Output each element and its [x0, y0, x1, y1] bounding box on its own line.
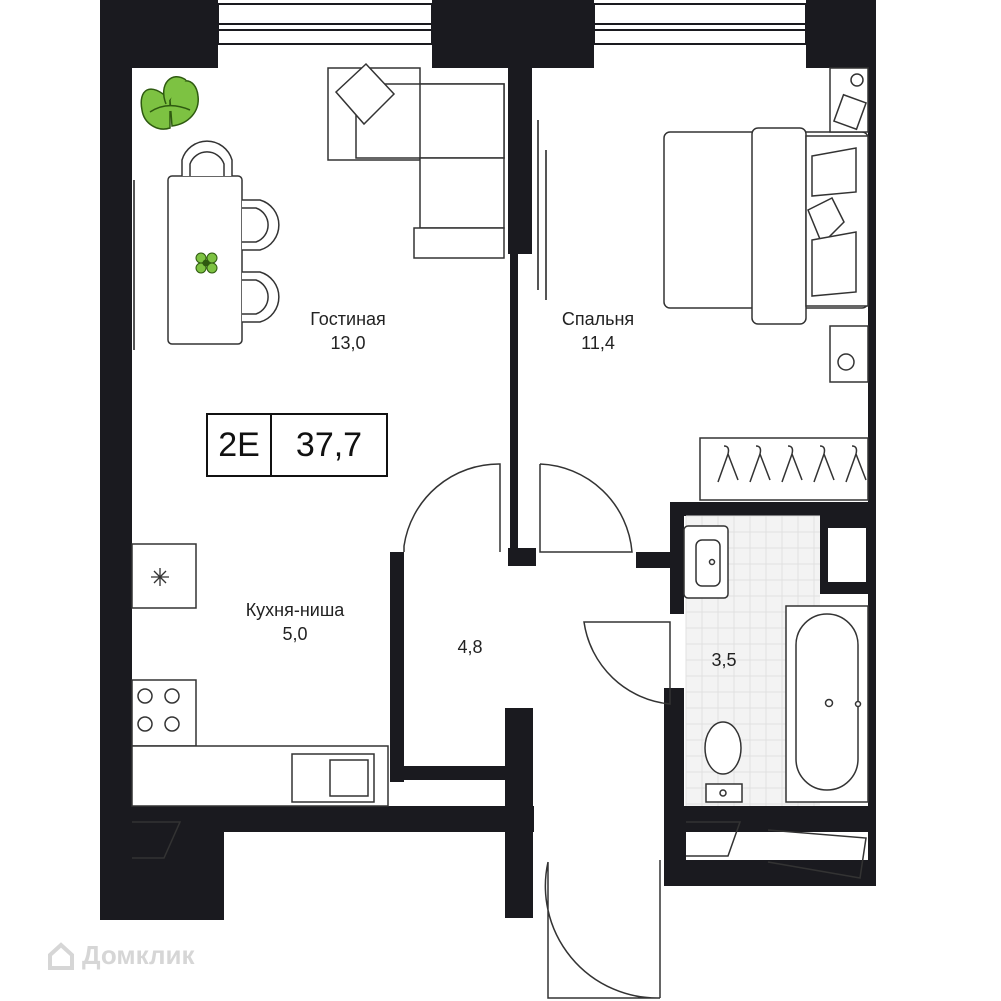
kitchen — [131, 543, 389, 807]
room-name: Гостиная — [310, 309, 386, 329]
windows — [217, 3, 807, 45]
potted-plant-icon — [140, 75, 199, 130]
watermark: Домклик — [46, 940, 194, 971]
table-plant-icon — [195, 252, 218, 274]
doors — [132, 463, 867, 999]
inner-walls — [390, 68, 876, 808]
apartment-code: 2E — [208, 415, 272, 475]
total-area: 37,7 — [295, 425, 363, 464]
bathroom-fixtures — [683, 525, 869, 803]
hanger-icon — [813, 445, 835, 483]
room-area: 4,8 — [457, 637, 483, 657]
room-area: 3,5 — [711, 650, 737, 670]
room-label-kitchen: Кухня-ниша 5,0 — [220, 598, 370, 646]
room-area: 5,0 — [282, 624, 308, 644]
room-label-bedroom: Спальня 11,4 — [538, 307, 658, 355]
hanger-icon — [845, 445, 867, 483]
room-name: Спальня — [561, 309, 635, 329]
house-logo-icon — [48, 941, 74, 970]
apartment-badge: 2E 37,7 — [206, 413, 388, 477]
room-label-hall: 4,8 — [430, 635, 510, 659]
dining-table — [167, 140, 280, 345]
watermark-text: Домклик — [82, 940, 195, 970]
wardrobe — [699, 437, 869, 501]
wall-thin-lines — [133, 120, 547, 350]
room-label-bathroom: 3,5 — [694, 648, 754, 672]
hanger-icon — [717, 445, 739, 483]
room-area: 11,4 — [581, 333, 615, 353]
hanger-icon — [749, 445, 771, 483]
room-name: Кухня-ниша — [245, 600, 345, 620]
fridge-snowflake-icon — [151, 568, 169, 586]
sofa — [327, 62, 505, 259]
outer-walls — [100, 0, 876, 920]
room-area: 13,0 — [330, 333, 366, 353]
bed — [663, 67, 869, 383]
room-label-living: Гостиная 13,0 — [288, 307, 408, 355]
hanger-icon — [781, 445, 803, 483]
